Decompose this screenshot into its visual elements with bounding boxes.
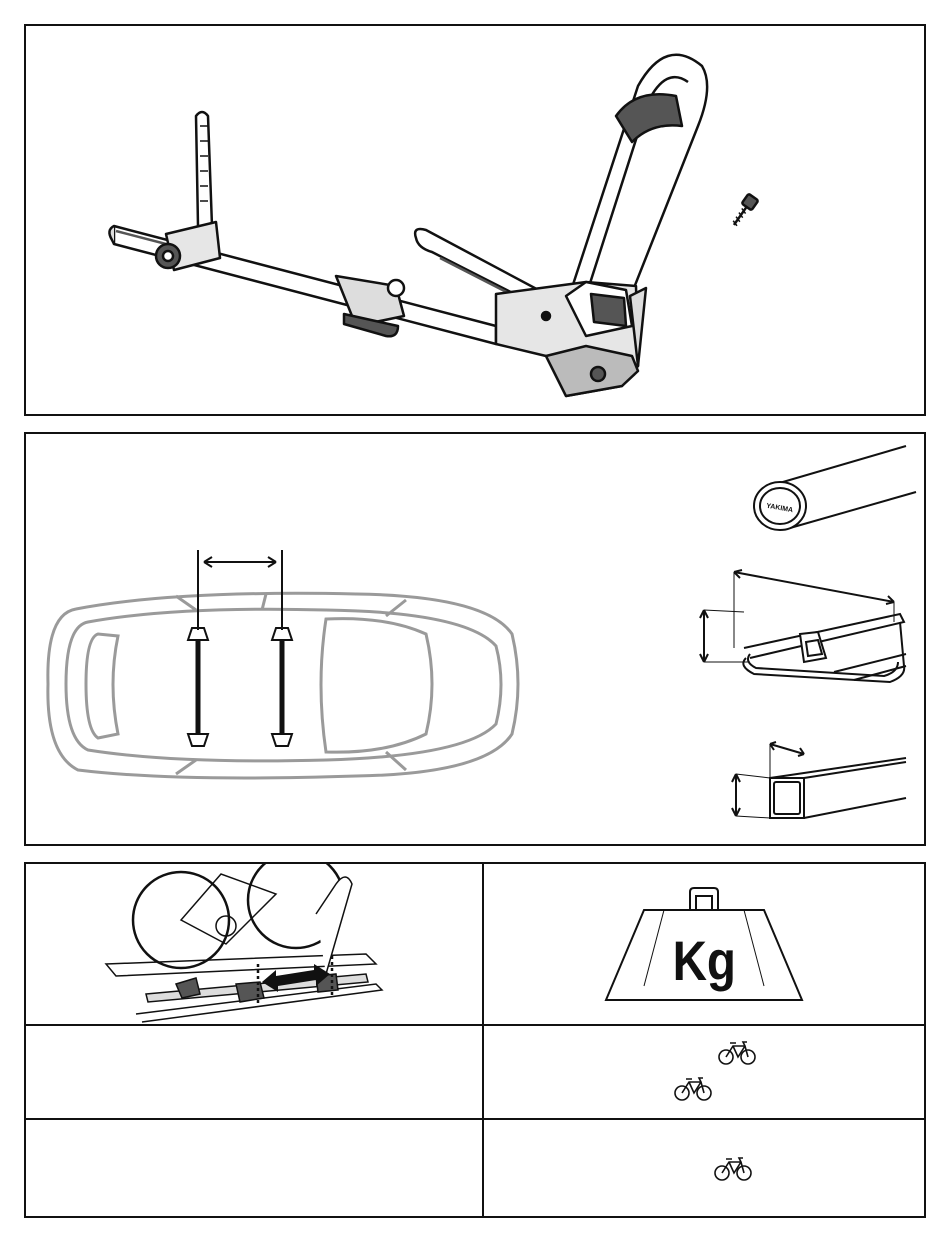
bike-mounted-illustration bbox=[26, 864, 482, 1024]
bicycle-icon bbox=[674, 1076, 712, 1102]
weight-icon: Kg bbox=[604, 886, 804, 1006]
square-crossbar bbox=[726, 734, 916, 834]
grid-divider-row2 bbox=[26, 1118, 924, 1120]
info-grid: Kg bbox=[24, 862, 926, 1218]
grid-divider-vertical bbox=[482, 864, 484, 1216]
bicycle-icon bbox=[718, 1040, 756, 1066]
bike-rack-illustration bbox=[26, 26, 924, 414]
round-crossbar: YAKIMA bbox=[746, 442, 926, 542]
crossbar-panel: YAKIMA bbox=[24, 432, 926, 846]
product-panel bbox=[24, 24, 926, 416]
weight-label: Kg bbox=[673, 930, 736, 992]
grid-divider-row1 bbox=[26, 1024, 924, 1026]
bicycle-icon bbox=[714, 1156, 752, 1182]
car-top-view bbox=[26, 434, 546, 848]
screw-icon bbox=[729, 194, 758, 229]
aero-crossbar bbox=[694, 562, 924, 702]
